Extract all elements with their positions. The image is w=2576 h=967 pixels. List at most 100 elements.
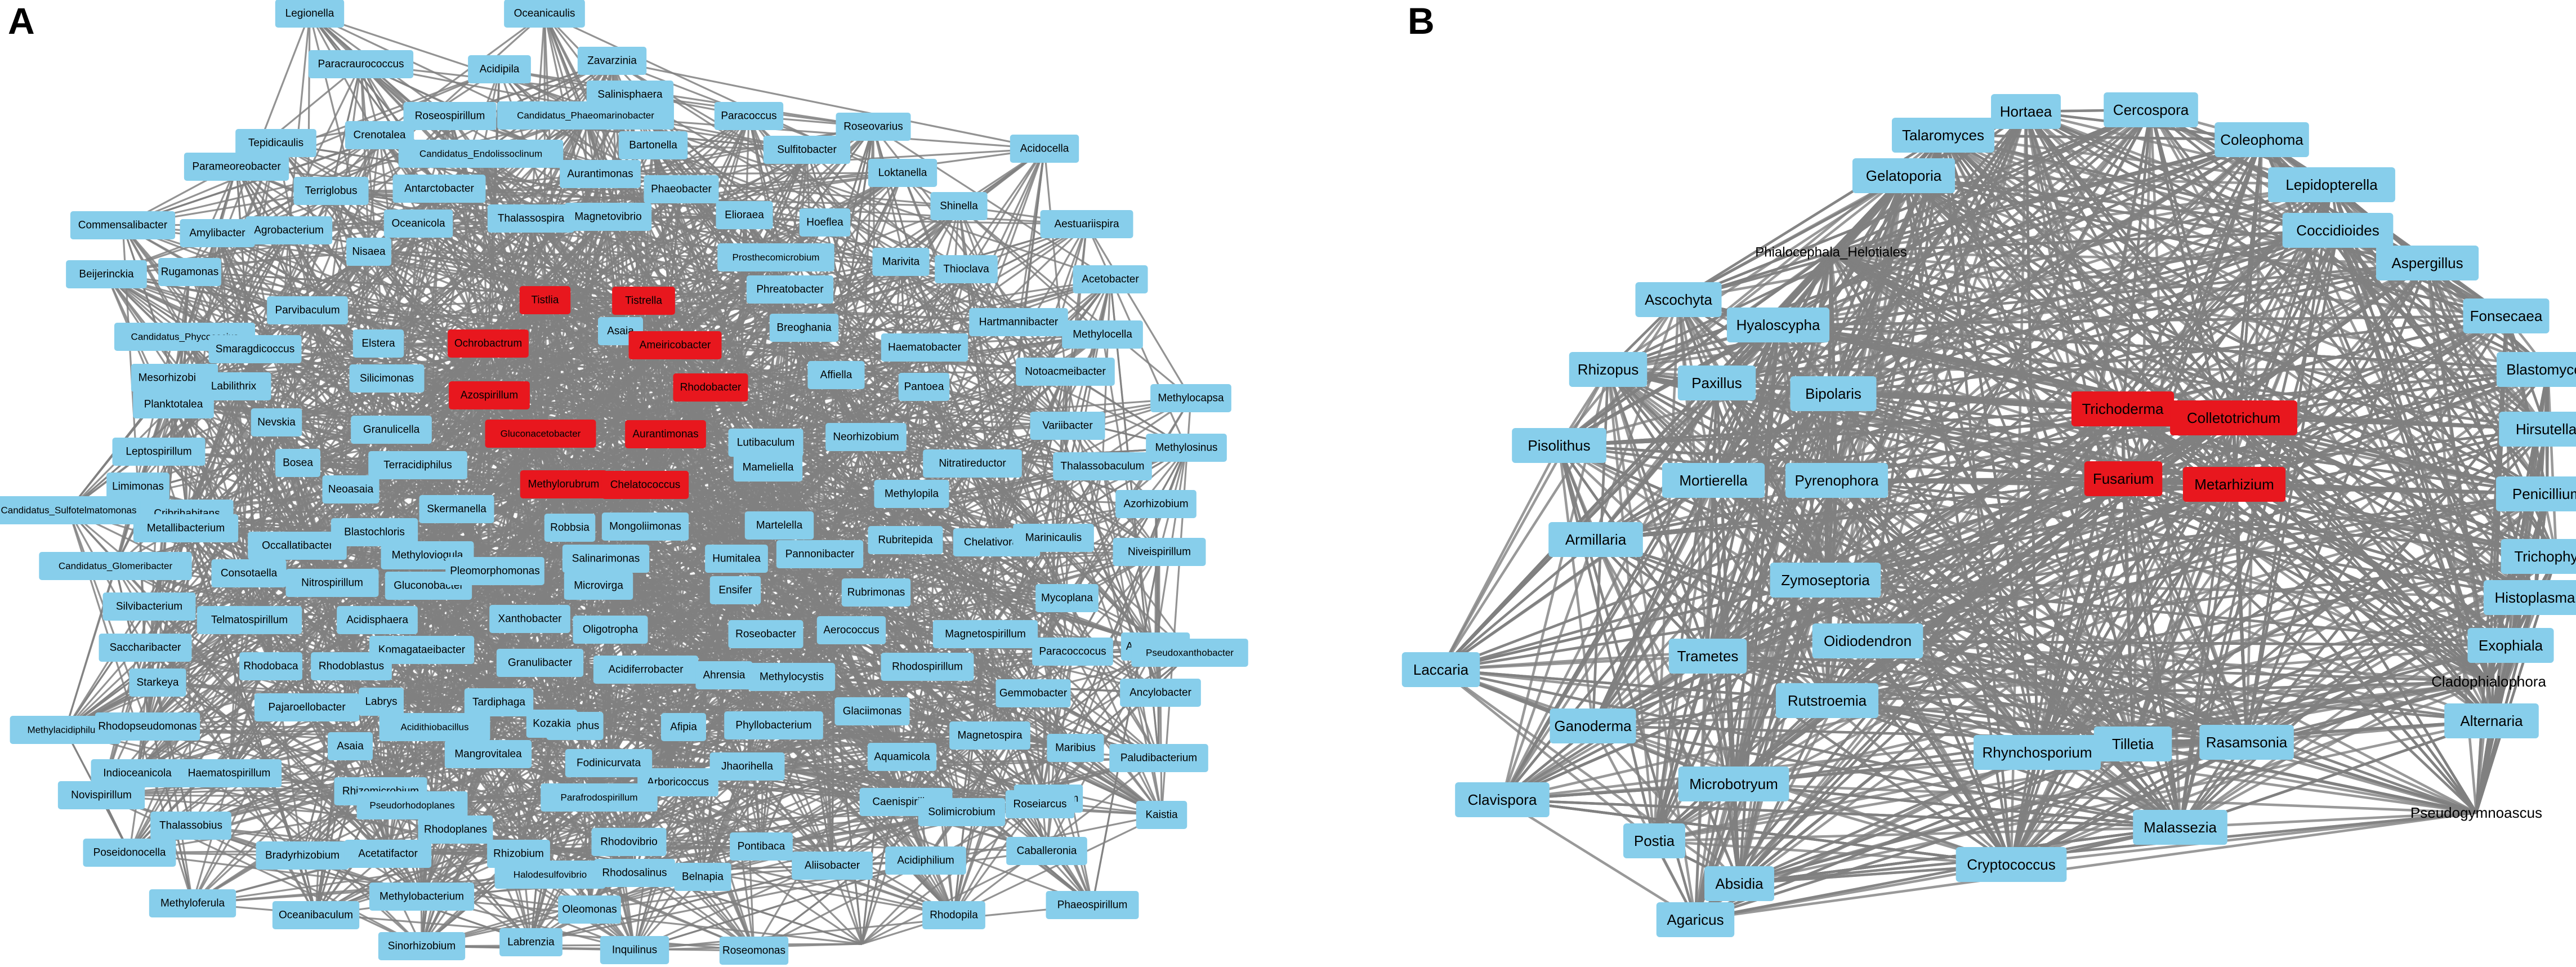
network-node: Pannonibacter [776,540,863,568]
node-label: Pontibaca [738,841,785,853]
network-node: Legionella [275,0,344,28]
network-node: Terracidiphilus [368,451,467,479]
network-node: Afipia [661,713,706,741]
network-node: Marinicaulis [1013,524,1094,552]
node-label: Pannonibacter [785,549,855,560]
network-node: Aurantimonas [560,160,641,188]
node-label: Novispirillum [71,790,132,801]
node-label: Parafrodospirillum [561,792,638,803]
node-label: Thalassospira [498,213,565,225]
node-label: Labilithrix [211,381,257,393]
node-label: Rhodopila [930,910,978,921]
node-label: Lutibaculum [737,437,794,449]
node-label: Roseospirillum [415,110,485,122]
node-label: Smaragdicoccus [216,344,294,355]
panel-b: HortaeaCercosporaTalaromycesColeophomaGe… [1385,0,2576,967]
node-label: Pseudorhodoplanes [369,800,454,811]
node-label: Phaeospirillum [1057,899,1128,911]
network-node: Martelella [745,511,814,540]
network-node: Notoacmeibacter [1016,358,1115,386]
node-label: Pseudoxanthobacter [1146,648,1234,658]
network-node: Paludibacterium [1109,744,1208,772]
node-label: Leptospirillum [126,446,191,458]
network-node: Starkeya [129,669,186,697]
node-label: Methylocystis [760,671,824,683]
network-node: Sulfitobacter [764,136,850,164]
network-node: Bosea [275,449,320,477]
network-node: Sinorhizobium [378,932,465,960]
node-label: Sulfitobacter [777,144,837,156]
network-node: Oleomonas [558,895,621,924]
node-label: Rhodospirillum [892,661,963,673]
node-label: Ochrobactrum [454,338,522,350]
node-label: Rhodopseudomonas [98,721,197,733]
network-node: Thalassobaculum [1053,452,1152,480]
node-label: Candidatus_Sulfotelmatomonas [1,505,137,516]
network-node: Tistrella [612,287,675,315]
network-node: Methylobacterium [369,883,474,911]
node-label: Aurantimonas [567,168,633,180]
network-node: Methylopila [874,480,949,508]
network-node: Commensalibacter [70,211,175,239]
network-node: Breoghania [770,314,838,342]
network-node: Leptospirillum [113,438,206,466]
node-label: Tardiphaga [472,697,525,708]
network-node: Pseudoxanthobacter [1131,639,1248,667]
node-label: Ancylobacter [1129,687,1192,699]
network-node: Rubrimonas [842,578,910,607]
node-label: Aerococcus [823,625,879,636]
network-edge [2548,369,2556,556]
node-label: Thalassobaculum [1061,461,1145,473]
node-label: Acidipila [480,64,520,75]
node-label: Ameiricobacter [640,340,711,351]
node-label: Candidatus_Endolissoclinum [419,149,542,159]
node-label: Aurantimonas [632,429,698,440]
node-label: Rhodovibrio [600,836,657,848]
node-label: Inquilinus [612,944,657,956]
network-node: Amylibacter [180,219,255,247]
node-label: Occallatibacter [262,540,333,552]
node-label: Indioceanicola [103,768,172,779]
node-label: Loktanella [878,167,927,179]
network-node: Candidatus_Phaeomarinobacter [497,101,674,130]
network-node: Beijerinckia [66,260,147,288]
panel-letter: A [8,2,35,39]
node-label: Bartonella [629,140,677,151]
network-node: Zavarzinia [578,47,646,75]
network-node: Rhodoblastus [311,652,392,680]
network-node: Hartmannibacter [969,308,1068,336]
network-node: Acidiferrobacter [593,656,698,684]
node-label: Candidatus_Phaeomarinobacter [517,110,654,121]
network-node: Ahrensia [695,661,752,689]
node-label: Roseomonas [722,945,785,957]
panel-a: LegionellaOceanicaulisParacraurococcusAc… [0,0,1250,967]
node-label: Skermanella [427,503,486,515]
network-node: Roseospirillum [404,102,497,130]
node-label: Acidiphilium [897,855,954,867]
node-label: Nisaea [352,246,386,258]
node-label: Acetobacter [1082,274,1139,286]
node-label: Rhodoblastus [319,661,384,672]
node-label: Elioraea [725,210,764,221]
node-label: Elstera [361,338,395,350]
node-label: Methylocella [1073,329,1132,341]
network-node: Roseomonas [720,937,788,965]
network-node: Paracraurococcus [309,50,413,78]
node-label: Rhodoplanes [424,824,487,836]
node-label: Gemmobacter [999,688,1068,699]
network-node: Oceanibaculum [273,901,359,929]
node-label: Bradyrhizobium [265,850,340,862]
node-label: Maribius [1055,742,1096,754]
network-node: Pantoea [899,373,949,401]
network-node: Roseobacter [728,620,803,648]
network-node: Phaeospirillum [1046,891,1139,919]
network-node: Bartonella [619,131,687,159]
node-label: Microvirga [574,580,623,592]
node-label: Solimicrobium [928,806,995,818]
node-label: Haematospirillum [188,768,271,779]
network-node: Phreatobacter [747,275,833,304]
network-node: Kaistia [1136,801,1187,829]
network-node: Pseudorhodoplanes [357,791,468,819]
node-label: Beijerinckia [79,269,134,280]
node-label: Ensifer [718,585,752,596]
